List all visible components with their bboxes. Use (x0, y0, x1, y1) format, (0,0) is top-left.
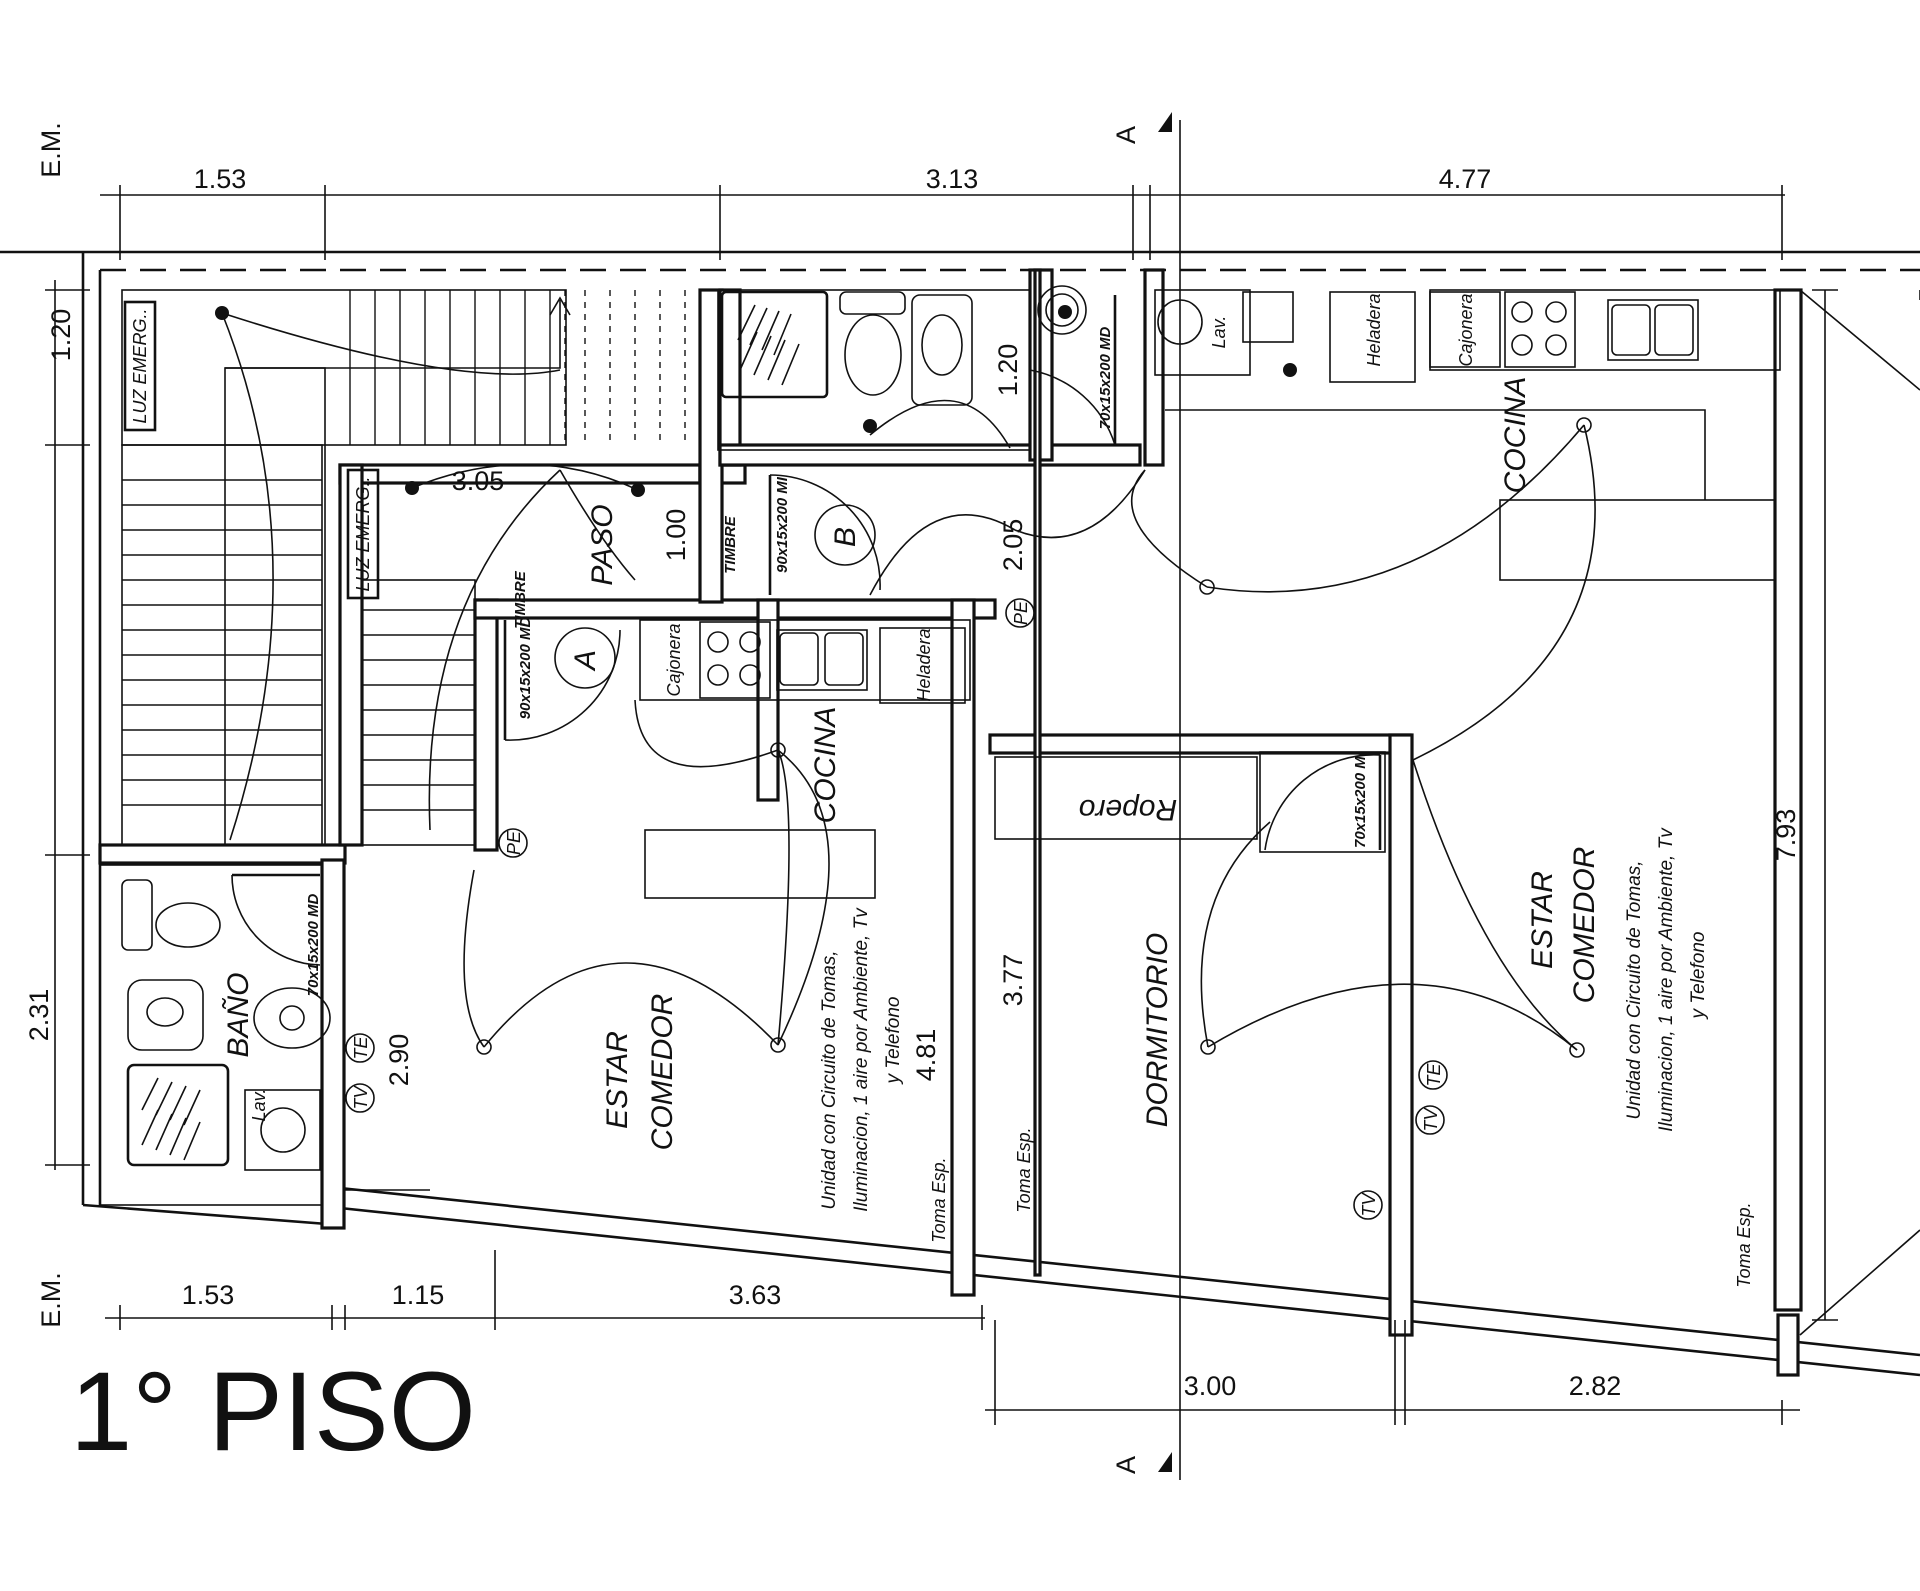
lav-label-1: Lav. (1209, 316, 1229, 349)
heladera-label-1: Heladera (914, 628, 934, 701)
dim-bottom-2: 1.15 (392, 1280, 445, 1310)
dim-hall-height: 2.05 (998, 519, 1028, 572)
dim-paso-height: 1.00 (661, 509, 691, 562)
tv-symbol-2: TV (1421, 1107, 1441, 1132)
unit-note-a: Unidad con Circuito de Tomas, Iluminacio… (819, 907, 904, 1212)
dim-estar-a-height: 4.81 (911, 1029, 941, 1082)
edge-marker-bottom: E.M. (36, 1272, 66, 1328)
dim-paso-width: 3.05 (452, 466, 505, 496)
unit-note-a-line-1: Unidad con Circuito de Tomas, (819, 950, 840, 1209)
te-symbol-2: TE (1424, 1063, 1444, 1087)
dim-top-1: 1.53 (194, 164, 247, 194)
unit-a-label: A (569, 650, 602, 672)
cajonera-label-1: Cajonera (664, 623, 684, 696)
edge-marker-top: E.M. (36, 122, 66, 178)
doors (231, 295, 1382, 1191)
dim-dorm-height: 3.77 (998, 954, 1028, 1007)
pe-symbol-2: PE (504, 830, 524, 855)
kitchen-b (1154, 289, 1699, 383)
electrical-symbols: PE PE TV TE TV TE TV (345, 598, 1448, 1220)
kitchen-a (639, 619, 971, 899)
dim-left-2: 2.31 (24, 989, 54, 1042)
room-bano: BAÑO (221, 972, 255, 1057)
unit-b-label: B (829, 527, 862, 547)
room-cocina-b: COCINA (1499, 377, 1532, 494)
tv-symbol-1: TV (351, 1085, 371, 1110)
floor-title: 1° PISO (70, 1349, 476, 1474)
door-spec-4: 70x15x200 MD (305, 894, 322, 997)
section-marker-top: A (1111, 112, 1172, 144)
door-spec-3: 70x15x200 MD (1097, 327, 1114, 430)
toma-esp-3: Toma Esp. (1734, 1202, 1754, 1287)
timbre-label-2: TIMBRE (512, 570, 529, 628)
te-symbol-1: TE (351, 1036, 371, 1060)
room-dormitorio: DORMITORIO (1141, 933, 1174, 1127)
stairs (121, 289, 701, 846)
section-a-bottom: A (1111, 1456, 1141, 1474)
bathroom-lower (99, 864, 331, 1206)
toma-esp-1: Toma Esp. (929, 1157, 949, 1242)
luz-emerg-box-2: LUZ EMERG.. (346, 468, 380, 600)
door-spec-5: 70x15x200 MI (1352, 751, 1369, 848)
unit-note-a-line-2: Iluminacion, 1 aire por Ambiente, Tv (851, 907, 872, 1212)
dim-bath-height: 1.20 (993, 344, 1023, 397)
toma-esp-2: Toma Esp. (1014, 1127, 1034, 1212)
door-spec-1: 90x15x200 MD (517, 617, 534, 720)
dim-bottom-3: 3.63 (729, 1280, 782, 1310)
dim-right: 7.93 (1771, 809, 1801, 862)
dimension-lines (45, 120, 1838, 1480)
heladera-label-2: Heladera (1364, 293, 1384, 366)
dim-left-1: 1.20 (46, 309, 76, 362)
unit-note-b-line-2: Iluminacion, 1 aire por Ambiente, Tv (1656, 827, 1677, 1132)
unit-note-a-line-3: y Telefono (883, 997, 904, 1086)
luz-emerg-label-2: LUZ EMERG.. (353, 476, 373, 591)
ropero-label: Ropero (1079, 793, 1177, 826)
door-spec-2: 90x15x200 MI (774, 476, 791, 573)
unit-b-marker (814, 504, 876, 566)
pe-symbol-1: PE (1011, 600, 1031, 625)
room-comedor-b: COMEDOR (1568, 847, 1601, 1004)
exterior-walls (0, 250, 1920, 1377)
dim-bano-height: 2.90 (384, 1034, 414, 1087)
cajonera-label-2: Cajonera (1456, 293, 1476, 366)
bathroom-upper (717, 285, 1087, 451)
light-points (215, 305, 1592, 1058)
interior-walls (98, 268, 1781, 1337)
unit-a-marker (554, 627, 616, 689)
circuits (221, 312, 1596, 1051)
room-cocina-a: COCINA (809, 707, 842, 824)
luz-emerg-label-1: LUZ EMERG.. (130, 308, 150, 423)
luz-emerg-box-1: LUZ EMERG.. (123, 300, 157, 432)
room-estar-b: ESTAR (1526, 871, 1559, 969)
tv-symbol-3: TV (1359, 1192, 1379, 1217)
room-estar-a: ESTAR (601, 1031, 634, 1129)
unit-note-b: Unidad con Circuito de Tomas, Iluminacio… (1624, 827, 1709, 1132)
section-a-top: A (1111, 126, 1141, 144)
lav-label-2: Lav. (249, 1089, 269, 1122)
dim-top-2: 3.13 (926, 164, 979, 194)
dim-top-3: 4.77 (1439, 164, 1492, 194)
unit-note-b-line-3: y Telefono (1688, 932, 1709, 1021)
section-marker-bottom: A (1111, 1452, 1172, 1474)
dim-bottom-1: 1.53 (182, 1280, 235, 1310)
dim-bottom-right-2: 2.82 (1569, 1371, 1622, 1401)
timbre-label-1: TIMBRE (722, 515, 739, 573)
unit-note-b-line-1: Unidad con Circuito de Tomas, (1624, 860, 1645, 1119)
room-paso: PASO (586, 504, 619, 585)
dim-bottom-right-1: 3.00 (1184, 1371, 1237, 1401)
room-comedor-a: COMEDOR (646, 994, 679, 1151)
